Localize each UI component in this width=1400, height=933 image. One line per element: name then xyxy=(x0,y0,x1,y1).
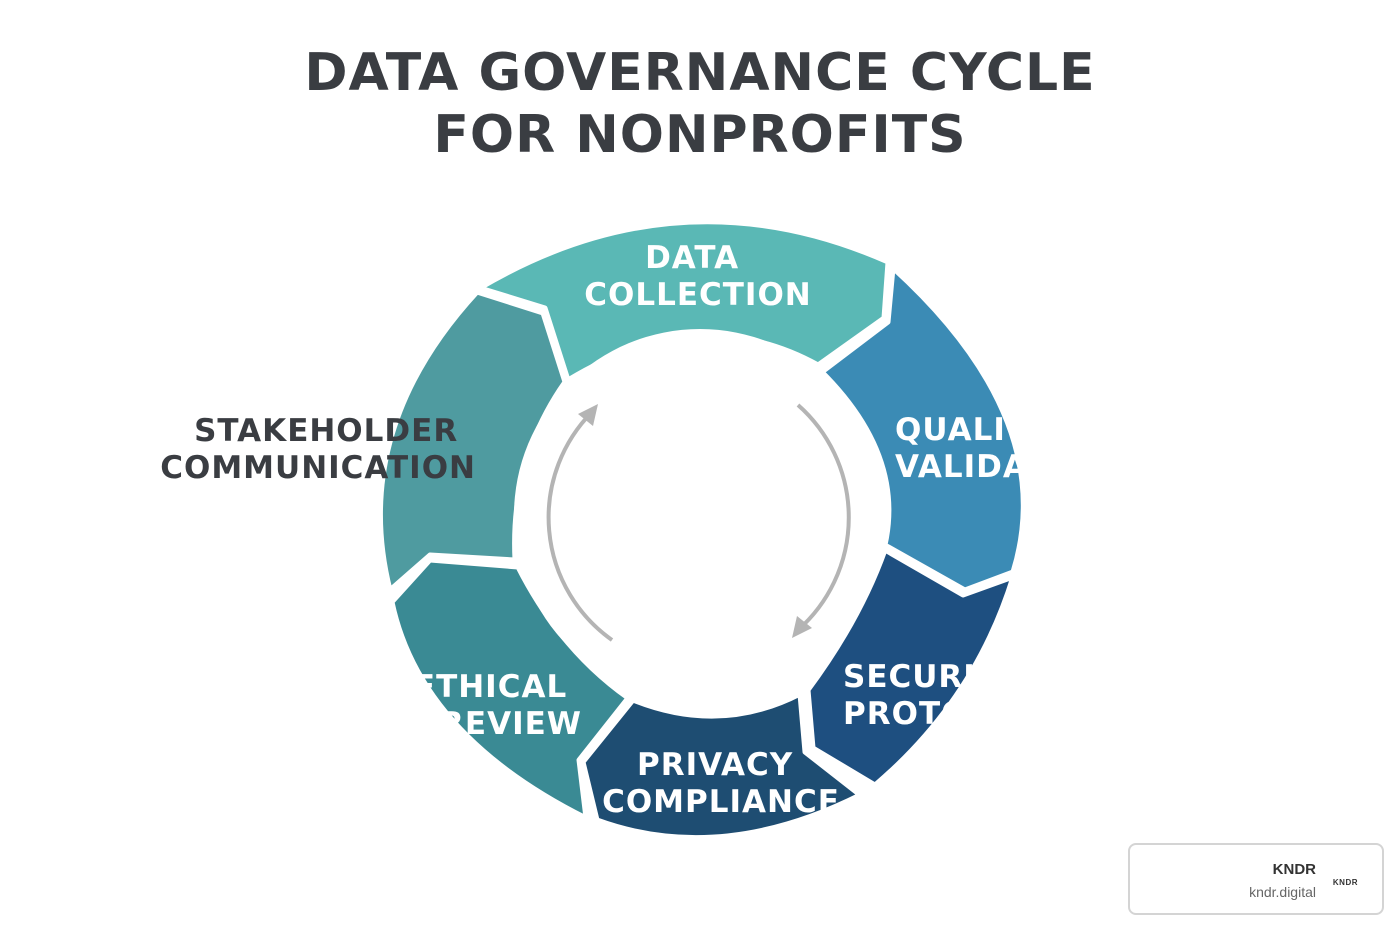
brand-url[interactable]: kndr.digital xyxy=(1249,884,1316,900)
label-security-protocols: SECURITY PROTOCOLS xyxy=(843,659,1064,732)
label-quality-validation: QUALITY VALIDATION xyxy=(895,412,1114,485)
cycle-arrow-left xyxy=(546,410,614,642)
label-ethical-review-line-1: ETHICAL xyxy=(414,669,567,705)
cycle-arrow-right xyxy=(796,403,851,632)
arrow-head-right-icon xyxy=(792,616,812,638)
label-ethical-review: ETHICAL REVIEW xyxy=(414,669,582,742)
title-line-2: FOR NONPROFITS xyxy=(433,105,967,165)
label-ethical-review-line-2: REVIEW xyxy=(440,706,582,742)
segment-ethical-review xyxy=(389,557,631,821)
brand-name: KNDR xyxy=(1272,861,1316,878)
label-stakeholder-communication-line-2: COMMUNICATION xyxy=(160,450,476,486)
label-privacy-compliance-line-2: COMPLIANCE xyxy=(602,784,840,820)
diagram-title: DATA GOVERNANCE CYCLE FOR NONPROFITS xyxy=(0,42,1400,166)
label-stakeholder-communication: STAKEHOLDER COMMUNICATION xyxy=(160,413,476,486)
label-security-protocols-line-1: SECURITY xyxy=(843,659,1021,695)
title-line-1: DATA GOVERNANCE CYCLE xyxy=(304,43,1096,103)
label-quality-validation-line-2: VALIDATION xyxy=(895,449,1114,485)
label-quality-validation-line-1: QUALITY xyxy=(895,412,1051,448)
label-privacy-compliance: PRIVACY COMPLIANCE xyxy=(602,747,840,820)
label-stakeholder-communication-line-1: STAKEHOLDER xyxy=(194,413,458,449)
label-data-collection: DATA COLLECTION xyxy=(584,240,812,313)
segment-quality-validation xyxy=(819,265,1026,593)
segment-privacy-compliance xyxy=(580,691,863,841)
label-data-collection-line-1: DATA xyxy=(645,240,739,276)
arrow-head-left-icon xyxy=(578,404,598,426)
label-privacy-compliance-line-1: PRIVACY xyxy=(637,747,793,783)
brand-logo-icon: KNDR xyxy=(1332,878,1358,887)
label-data-collection-line-2: COLLECTION xyxy=(584,277,812,313)
center-hub xyxy=(514,329,886,701)
label-security-protocols-line-2: PROTOCOLS xyxy=(843,696,1064,732)
brand-badge[interactable]: KNDR kndr.digital KNDR xyxy=(1128,843,1384,915)
